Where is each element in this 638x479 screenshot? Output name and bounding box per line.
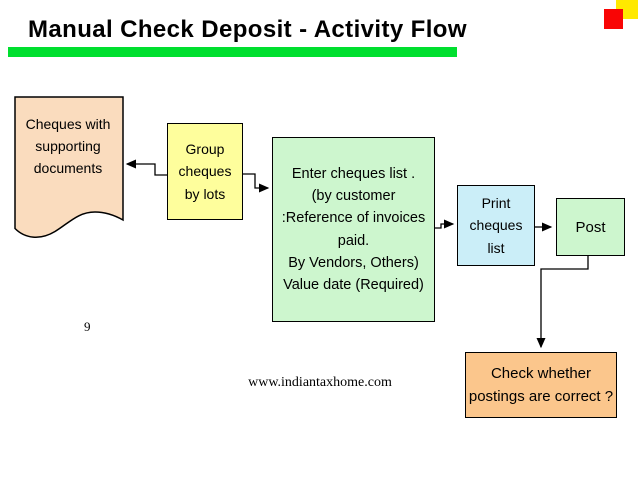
flow-node-enter-cheques-list-label: Enter cheques list . (by customer :Refer… (281, 165, 426, 293)
flow-node-print-cheques-list: Print cheques list (457, 185, 535, 266)
document-shape-cheques (14, 96, 124, 238)
page-number: 9 (84, 319, 91, 334)
edge-enter-to-print (435, 219, 455, 229)
corner-decoration-red-square (604, 9, 623, 29)
flow-node-post-label: Post (575, 218, 606, 236)
website-url: www.indiantaxhome.com (248, 375, 392, 390)
flow-node-group-cheques-label: Group cheques by lots (178, 141, 232, 202)
title-underline-bar (8, 47, 457, 57)
page-title: Manual Check Deposit - Activity Flow (28, 16, 467, 43)
flow-node-check-postings: Check whether postings are correct ? (465, 352, 617, 418)
flow-node-post: Post (556, 198, 625, 256)
flow-node-check-postings-label: Check whether postings are correct ? (468, 364, 614, 405)
flow-node-print-cheques-list-label: Print cheques list (469, 195, 523, 256)
flow-node-cheques-document-label: Cheques with supporting documents (25, 116, 111, 177)
flow-node-group-cheques: Group cheques by lots (167, 123, 243, 220)
edge-group-to-enter (243, 173, 270, 193)
edge-post-to-check (536, 256, 589, 349)
edge-group-to-document (125, 159, 167, 176)
flow-node-enter-cheques-list: Enter cheques list . (by customer :Refer… (272, 137, 435, 322)
